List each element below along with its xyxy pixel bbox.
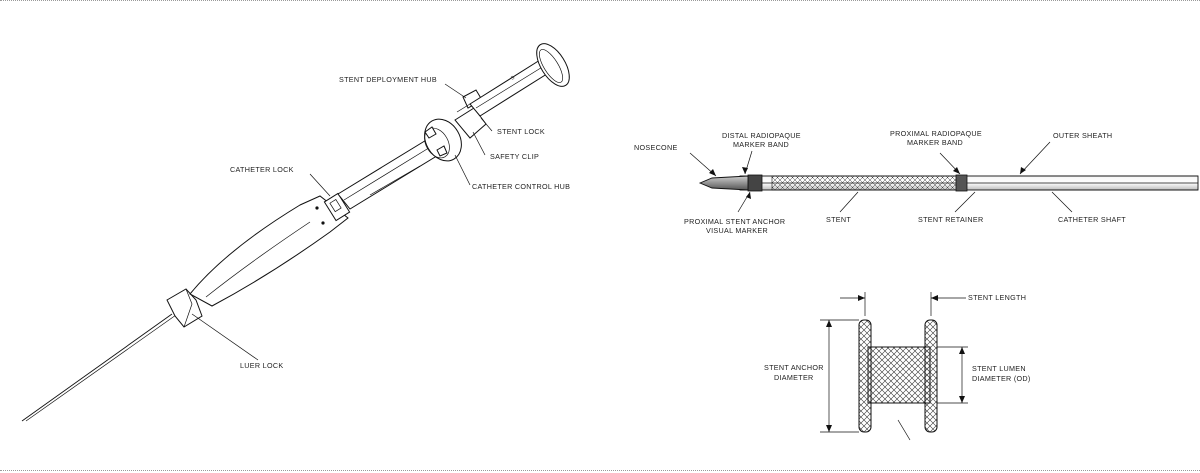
catheter-detail-illustration [689, 141, 1199, 213]
nosecone-part [698, 175, 749, 191]
thumb-ring [536, 43, 570, 87]
stent-body [867, 346, 931, 404]
label-anchor-marker-2: VISUAL MARKER [706, 226, 768, 235]
catheter-control-hub-part [424, 118, 462, 162]
label-stent: STENT [826, 215, 851, 224]
label-nosecone: NOSECONE [634, 143, 678, 152]
label-stent-length: STENT LENGTH [968, 293, 1026, 302]
catheter-wire [21, 313, 173, 422]
label-stent-lock: STENT LOCK [497, 127, 545, 136]
label-distal-marker-2: MARKER BAND [733, 140, 789, 149]
label-anchor-marker-1: PROXIMAL STENT ANCHOR [684, 217, 785, 226]
bottom-border [0, 470, 1200, 471]
label-anchor-diameter-2: DIAMETER [774, 373, 814, 382]
stent-right-flange [924, 319, 938, 433]
luer-lock-part [166, 288, 203, 328]
proximal-marker-band [955, 174, 968, 192]
label-distal-marker-1: DISTAL RADIOPAQUE [722, 131, 801, 140]
label-proximal-marker-1: PROXIMAL RADIOPAQUE [890, 129, 982, 138]
distal-marker-band [747, 174, 763, 192]
inner-shaft [337, 138, 441, 210]
label-lumen-diameter-2: DIAMETER (OD) [972, 374, 1031, 383]
top-border [0, 0, 1200, 1]
stent-mesh-part [771, 175, 963, 191]
label-catheter-control-hub: CATHETER CONTROL HUB [472, 182, 570, 191]
label-anchor-diameter-1: STENT ANCHOR [764, 363, 824, 372]
plunger-shaft: S [469, 59, 551, 117]
label-catheter-lock: CATHETER LOCK [230, 165, 294, 174]
stent-dimension-illustration [820, 292, 968, 441]
label-lumen-diameter-1: STENT LUMEN [972, 364, 1026, 373]
handle-body [189, 192, 351, 307]
label-proximal-marker-2: MARKER BAND [907, 138, 963, 147]
delivery-handle-illustration: S [21, 43, 570, 422]
label-luer-lock: LUER LOCK [240, 361, 283, 370]
label-stent-retainer: STENT RETAINER [918, 215, 983, 224]
svg-text:S: S [510, 74, 517, 81]
label-catheter-shaft: CATHETER SHAFT [1058, 215, 1126, 224]
label-safety-clip: SAFETY CLIP [490, 152, 539, 161]
stent-left-flange [858, 319, 872, 433]
label-stent-deployment-hub: STENT DEPLOYMENT HUB [339, 75, 437, 84]
label-outer-sheath: OUTER SHEATH [1053, 131, 1112, 140]
